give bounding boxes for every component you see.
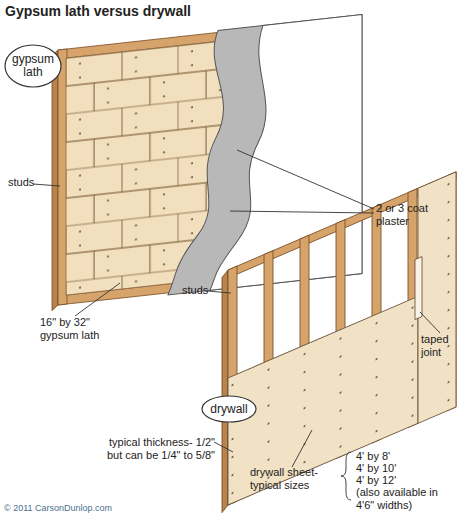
stud-side <box>52 50 58 311</box>
oval-tag: drywall <box>201 395 257 423</box>
callout-label: taped joint <box>421 333 466 359</box>
drywall-nails <box>228 296 418 505</box>
callout-label: 4' by 8' <box>356 450 390 463</box>
callout-label: studs <box>8 176 48 189</box>
joint-tape <box>415 257 422 320</box>
drywall-sheet <box>228 296 418 505</box>
leader-line <box>214 442 233 452</box>
oval-tag: gypsum lath <box>4 44 62 88</box>
oval-shape <box>202 396 256 422</box>
copyright-note: © 2011 CarsonDunlop.com <box>4 503 112 514</box>
node-label: drywall <box>210 403 247 416</box>
callout-label: 2 or 3 coat plaster <box>376 202 446 228</box>
lath-wall <box>52 15 362 311</box>
callout-label: studs <box>182 284 222 297</box>
size-bracket <box>341 452 351 500</box>
callout-label: (also available in 4'6" widths) <box>356 486 448 512</box>
callout-label: 4' by 12' <box>356 474 396 487</box>
leader-line <box>33 184 60 186</box>
callout-label: typical thickness- 1/2" but can be 1/4" … <box>100 436 215 462</box>
leader-line <box>420 312 440 333</box>
leader-line <box>230 211 374 213</box>
leader-line <box>292 430 312 467</box>
node-label: gypsum lath <box>7 53 59 79</box>
leader-line <box>75 283 120 316</box>
callout-label: 4' by 10' <box>356 462 396 475</box>
callout-label: 16" by 32" gypsum lath <box>40 316 110 342</box>
leader-line <box>237 150 374 209</box>
leader-line <box>207 291 231 293</box>
callout-label: drywall sheet- typical sizes <box>250 466 335 492</box>
drywall-wall <box>222 172 456 513</box>
diagram-title: Gypsum lath versus drywall <box>5 3 191 19</box>
base-coat-plaster <box>168 15 362 295</box>
stud-side <box>222 270 228 513</box>
oval-shape <box>5 45 61 87</box>
